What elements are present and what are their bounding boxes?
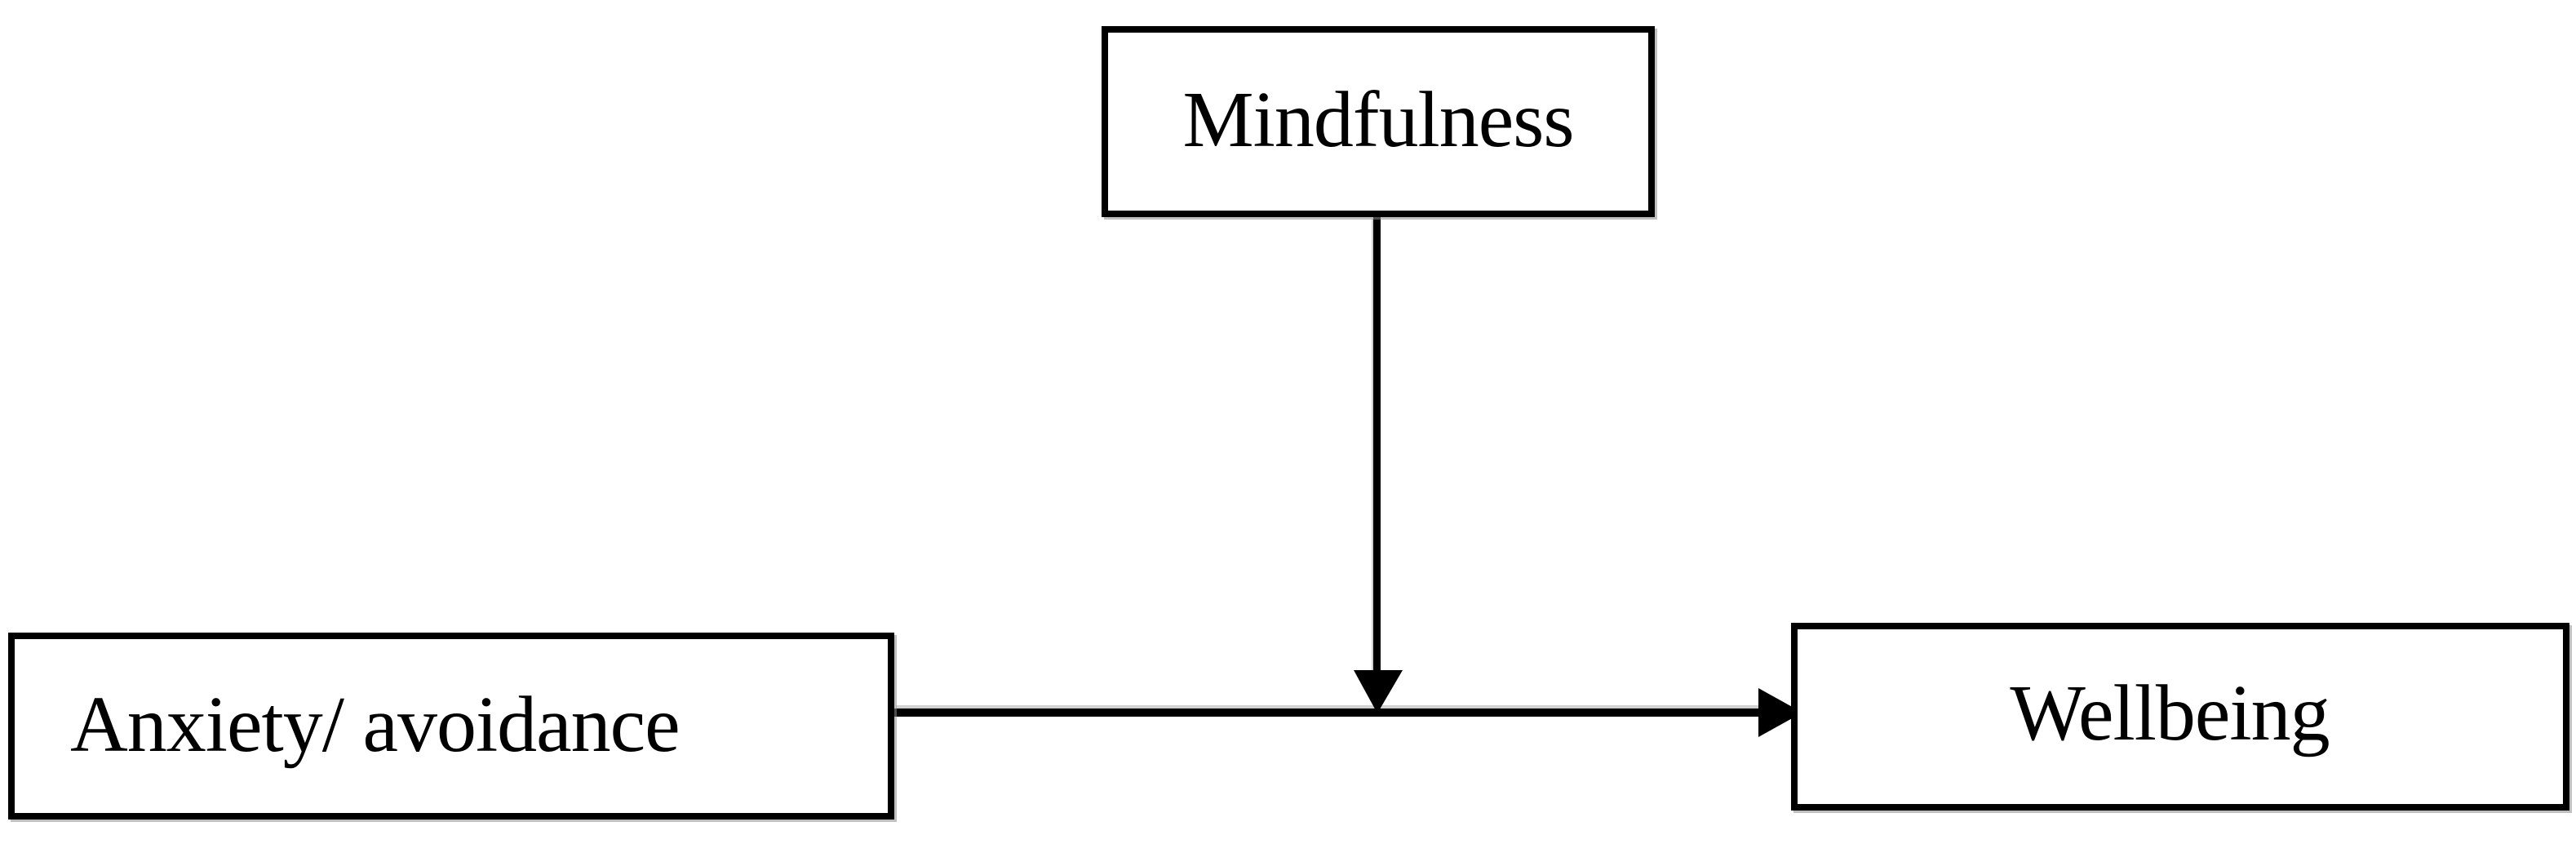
- node-wellbeing[interactable]: Wellbeing: [1791, 623, 2569, 811]
- node-mindfulness-label: Mindfulness: [1182, 76, 1575, 164]
- edge-anxiety-to-wellbeing: [893, 688, 1802, 737]
- edge-mindfulness-to-path: [1354, 214, 1403, 713]
- node-wellbeing-label: Wellbeing: [2010, 669, 2330, 757]
- arrowhead-down-icon: [1354, 670, 1403, 713]
- node-anxiety-avoidance-label: Anxiety/ avoidance: [70, 680, 681, 769]
- node-anxiety-avoidance[interactable]: Anxiety/ avoidance: [8, 633, 894, 820]
- connector-shadows: [896, 219, 1761, 710]
- node-mindfulness[interactable]: Mindfulness: [1102, 26, 1655, 217]
